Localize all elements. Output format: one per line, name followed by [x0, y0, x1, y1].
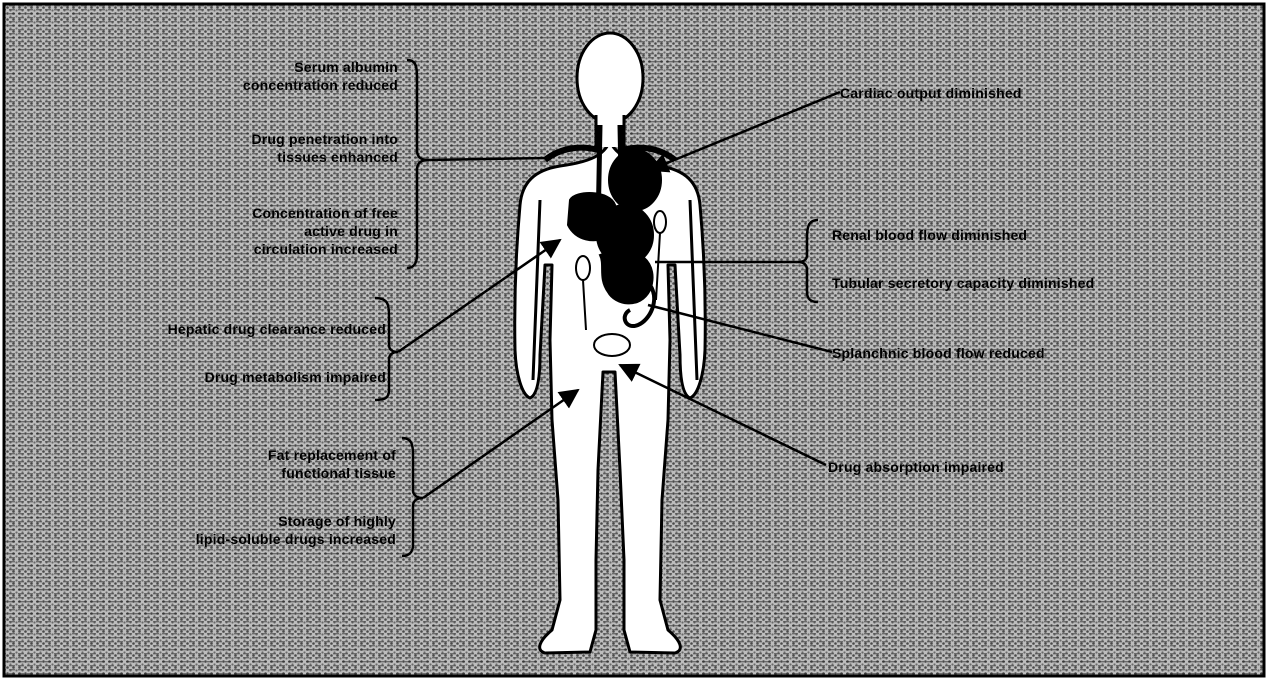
label-lipid-storage: Storage of highly lipid-soluble drugs in… — [196, 512, 396, 548]
label-line: Cardiac output diminished — [840, 84, 1022, 102]
label-tissue-penetration: Drug penetration into tissues enhanced — [251, 130, 398, 166]
label-free-drug-increased: Concentration of free active drug in cir… — [252, 204, 398, 258]
left-kidney — [576, 256, 590, 280]
heart — [609, 150, 661, 210]
label-line: Storage of highly — [196, 512, 396, 530]
label-line: active drug in — [252, 222, 398, 240]
label-line: lipid-soluble drugs increased — [196, 530, 396, 548]
liver — [568, 193, 615, 240]
label-cardiac-output: Cardiac output diminished — [840, 84, 1022, 102]
label-hepatic-clearance: Hepatic drug clearance reduced — [168, 320, 386, 338]
label-line: circulation increased — [252, 240, 398, 258]
label-line: Splanchnic blood flow reduced — [832, 344, 1045, 362]
label-albumin-reduced: Serum albumin concentration reduced — [243, 58, 398, 94]
label-tubular-capacity: Tubular secretory capacity diminished — [832, 274, 1094, 292]
label-drug-absorption: Drug absorption impaired — [828, 458, 1004, 476]
label-line: concentration reduced — [243, 76, 398, 94]
label-line: Drug absorption impaired — [828, 458, 1004, 476]
label-line: Serum albumin — [243, 58, 398, 76]
label-line: Concentration of free — [252, 204, 398, 222]
label-line: Fat replacement of — [268, 446, 396, 464]
label-line: Drug penetration into — [251, 130, 398, 148]
label-line: functional tissue — [268, 464, 396, 482]
label-line: Renal blood flow diminished — [832, 226, 1027, 244]
label-line: Tubular secretory capacity diminished — [832, 274, 1094, 292]
label-renal-blood-flow: Renal blood flow diminished — [832, 226, 1027, 244]
label-line: Drug metabolism impaired — [205, 368, 386, 386]
label-splanchnic-flow: Splanchnic blood flow reduced — [832, 344, 1045, 362]
bladder — [594, 334, 630, 356]
label-fat-replacement: Fat replacement of functional tissue — [268, 446, 396, 482]
label-metabolism-impaired: Drug metabolism impaired — [205, 368, 386, 386]
right-kidney — [654, 211, 666, 233]
label-line: Hepatic drug clearance reduced — [168, 320, 386, 338]
label-line: tissues enhanced — [251, 148, 398, 166]
